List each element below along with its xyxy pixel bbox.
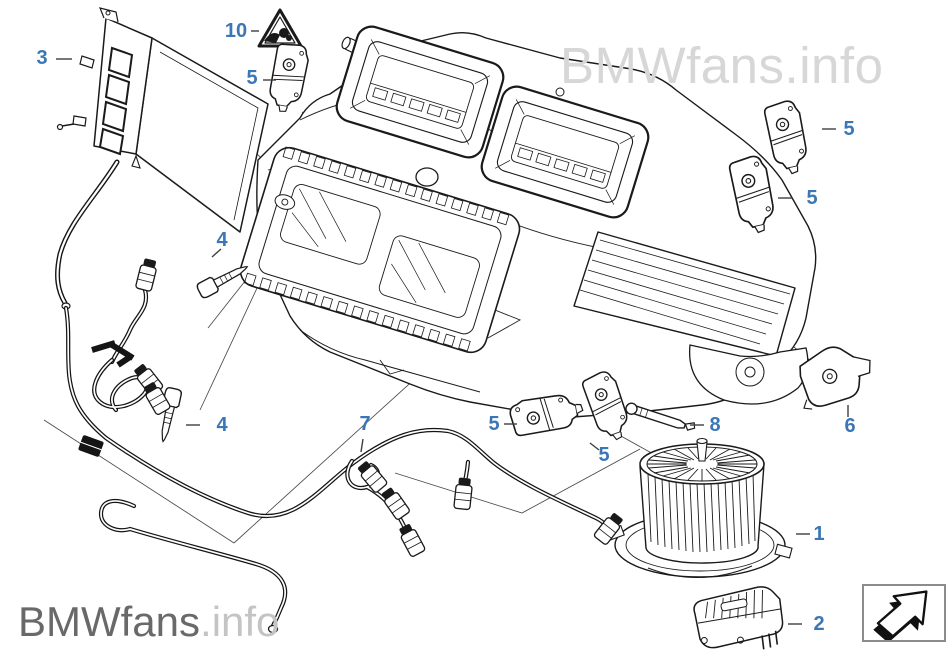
harness-connector — [378, 485, 412, 522]
callout-label-1-12[interactable]: 1 — [813, 523, 825, 545]
wiring-harness-part-7 — [66, 256, 626, 634]
watermark-text: BMWfans.info — [560, 37, 884, 94]
callout-label-5-8[interactable]: 5 — [488, 413, 500, 435]
callout-label-4-6[interactable]: 4 — [216, 414, 228, 436]
callout-label-5-3[interactable]: 5 — [843, 118, 855, 140]
heater-core-part-3 — [58, 7, 269, 310]
actuator-part-6 — [799, 346, 871, 410]
blower-resistor-part-2 — [693, 586, 784, 650]
harness-connector — [396, 521, 427, 559]
site-logo: BMWfans.info — [18, 598, 279, 646]
hvac-housing-drawing — [239, 21, 817, 419]
harness-connector-black — [78, 435, 104, 457]
blower-motor-part-1 — [606, 437, 793, 579]
logo-suffix: .info — [200, 598, 280, 645]
crush-hazard-warning-icon — [257, 8, 303, 48]
direction-arrow-icon — [873, 590, 928, 640]
callout-label-4-5[interactable]: 4 — [216, 229, 228, 251]
callout-label-8-10[interactable]: 8 — [709, 414, 721, 436]
harness-connector — [134, 256, 160, 293]
distribution-frame — [239, 146, 521, 354]
logo-brand: BMWfans — [18, 598, 201, 645]
callout-label-3-0[interactable]: 3 — [36, 47, 48, 69]
callout-label-6-11[interactable]: 6 — [844, 415, 856, 437]
callout-label-5-2[interactable]: 5 — [246, 67, 258, 89]
callout-label-2-13[interactable]: 2 — [813, 613, 825, 635]
callout-dashes — [56, 30, 849, 625]
callout-label-5-9[interactable]: 5 — [598, 444, 610, 466]
callout-label-10-1[interactable]: 10 — [224, 20, 248, 42]
actuator-part-5-a — [266, 40, 312, 116]
back-arrow-button[interactable] — [862, 584, 946, 642]
callout-label-5-4[interactable]: 5 — [806, 187, 818, 209]
harness-connector — [453, 476, 474, 511]
blower-scroll — [688, 344, 809, 405]
callout-label-7-7[interactable]: 7 — [359, 413, 371, 435]
